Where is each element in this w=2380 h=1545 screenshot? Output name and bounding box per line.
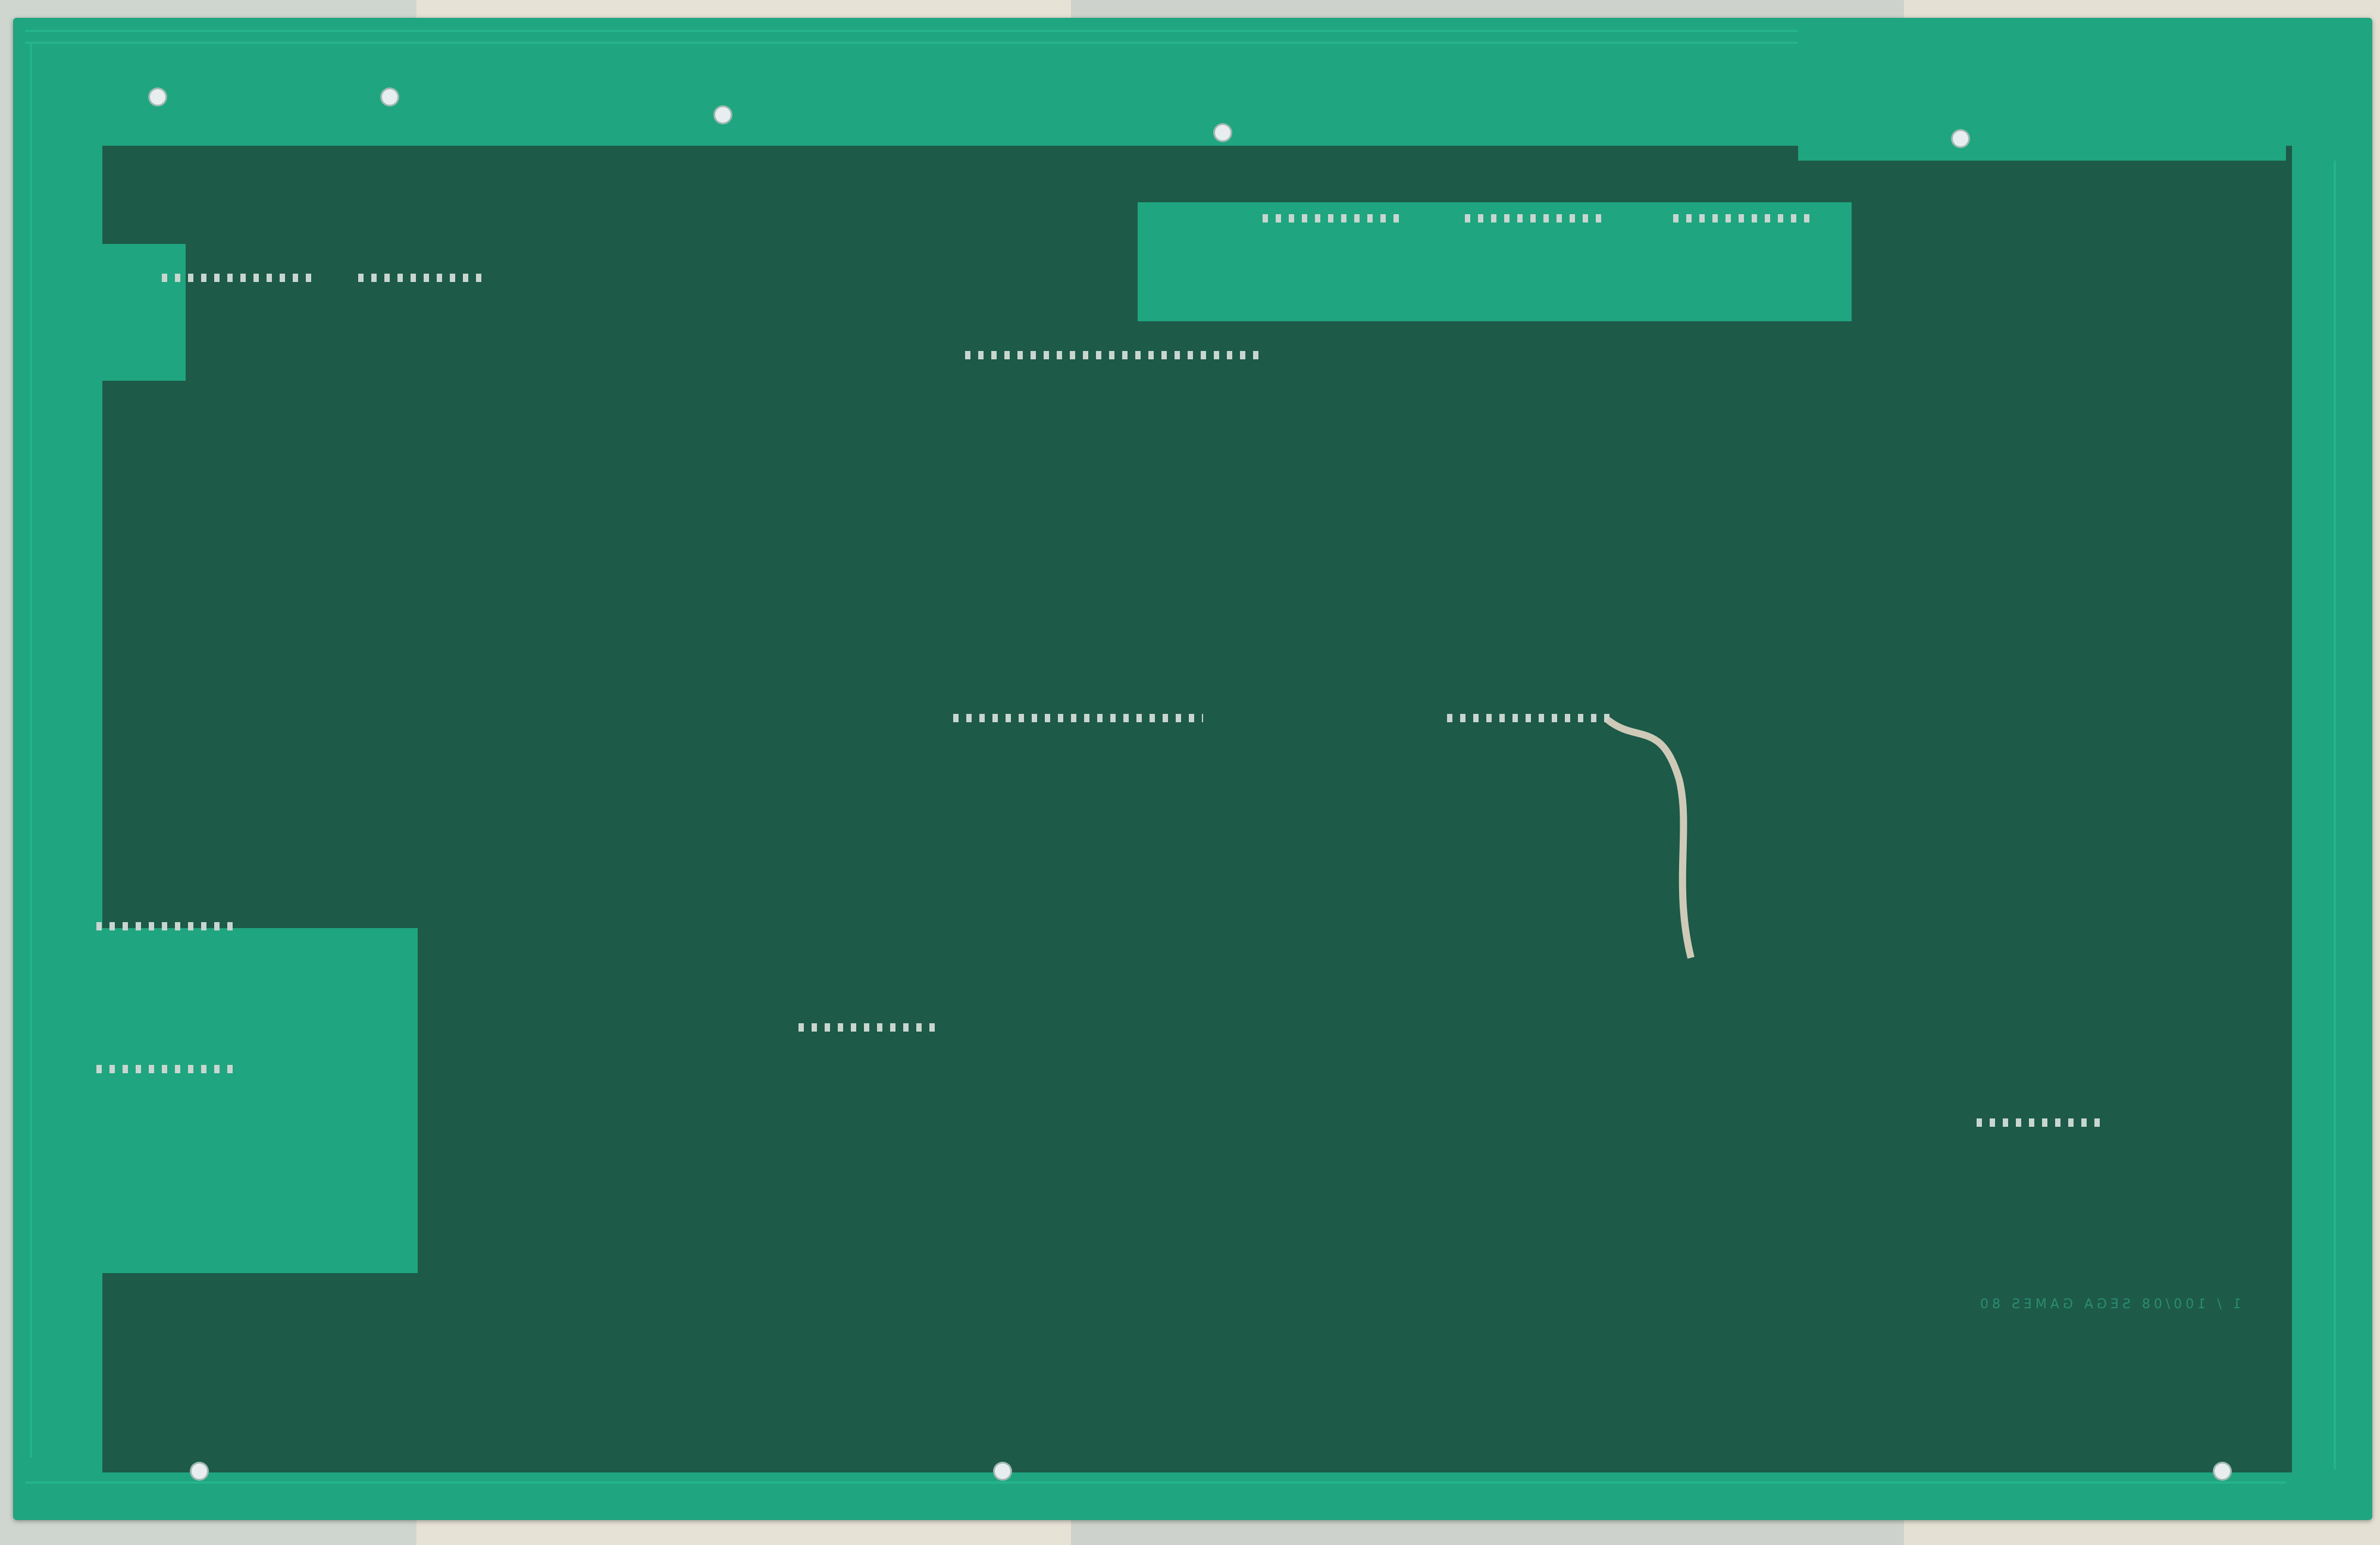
ground-pour [37,244,186,381]
ic-footprint [965,351,1263,359]
pcb-board: 1 / 100/08 SEGA GAMES 80 [13,18,2372,1520]
bus-trace [25,42,1798,44]
ic-footprint [162,274,317,282]
jumper-wire [1605,717,1695,959]
mounting-hole [1953,131,1968,146]
mounting-hole [1215,125,1230,140]
bus-trace [25,30,1798,32]
ic-footprint [1447,714,1614,722]
pcb-substrate [102,146,2292,1472]
mounting-hole [150,89,165,105]
mounting-hole [995,1463,1010,1479]
ic-footprint [1673,214,1816,222]
mounting-hole [382,89,397,105]
ic-footprint [798,1023,941,1032]
ic-footprint [1977,1118,2107,1127]
mounting-hole [2215,1463,2230,1479]
ic-footprint [358,274,489,282]
mounting-hole [715,107,731,123]
bus-trace [2334,161,2336,1469]
ic-footprint [96,1065,233,1073]
ground-pour [1798,71,2286,161]
bus-trace [25,1481,2286,1484]
ic-footprint [953,714,1203,722]
silkscreen-label: 1 / 100/08 SEGA GAMES 80 [1977,1297,2241,1312]
ic-footprint [1465,214,1608,222]
bus-trace [30,42,32,1458]
ic-footprint [96,922,233,930]
mounting-hole [192,1463,207,1479]
ic-footprint [1263,214,1405,222]
ground-pour [37,928,418,1273]
